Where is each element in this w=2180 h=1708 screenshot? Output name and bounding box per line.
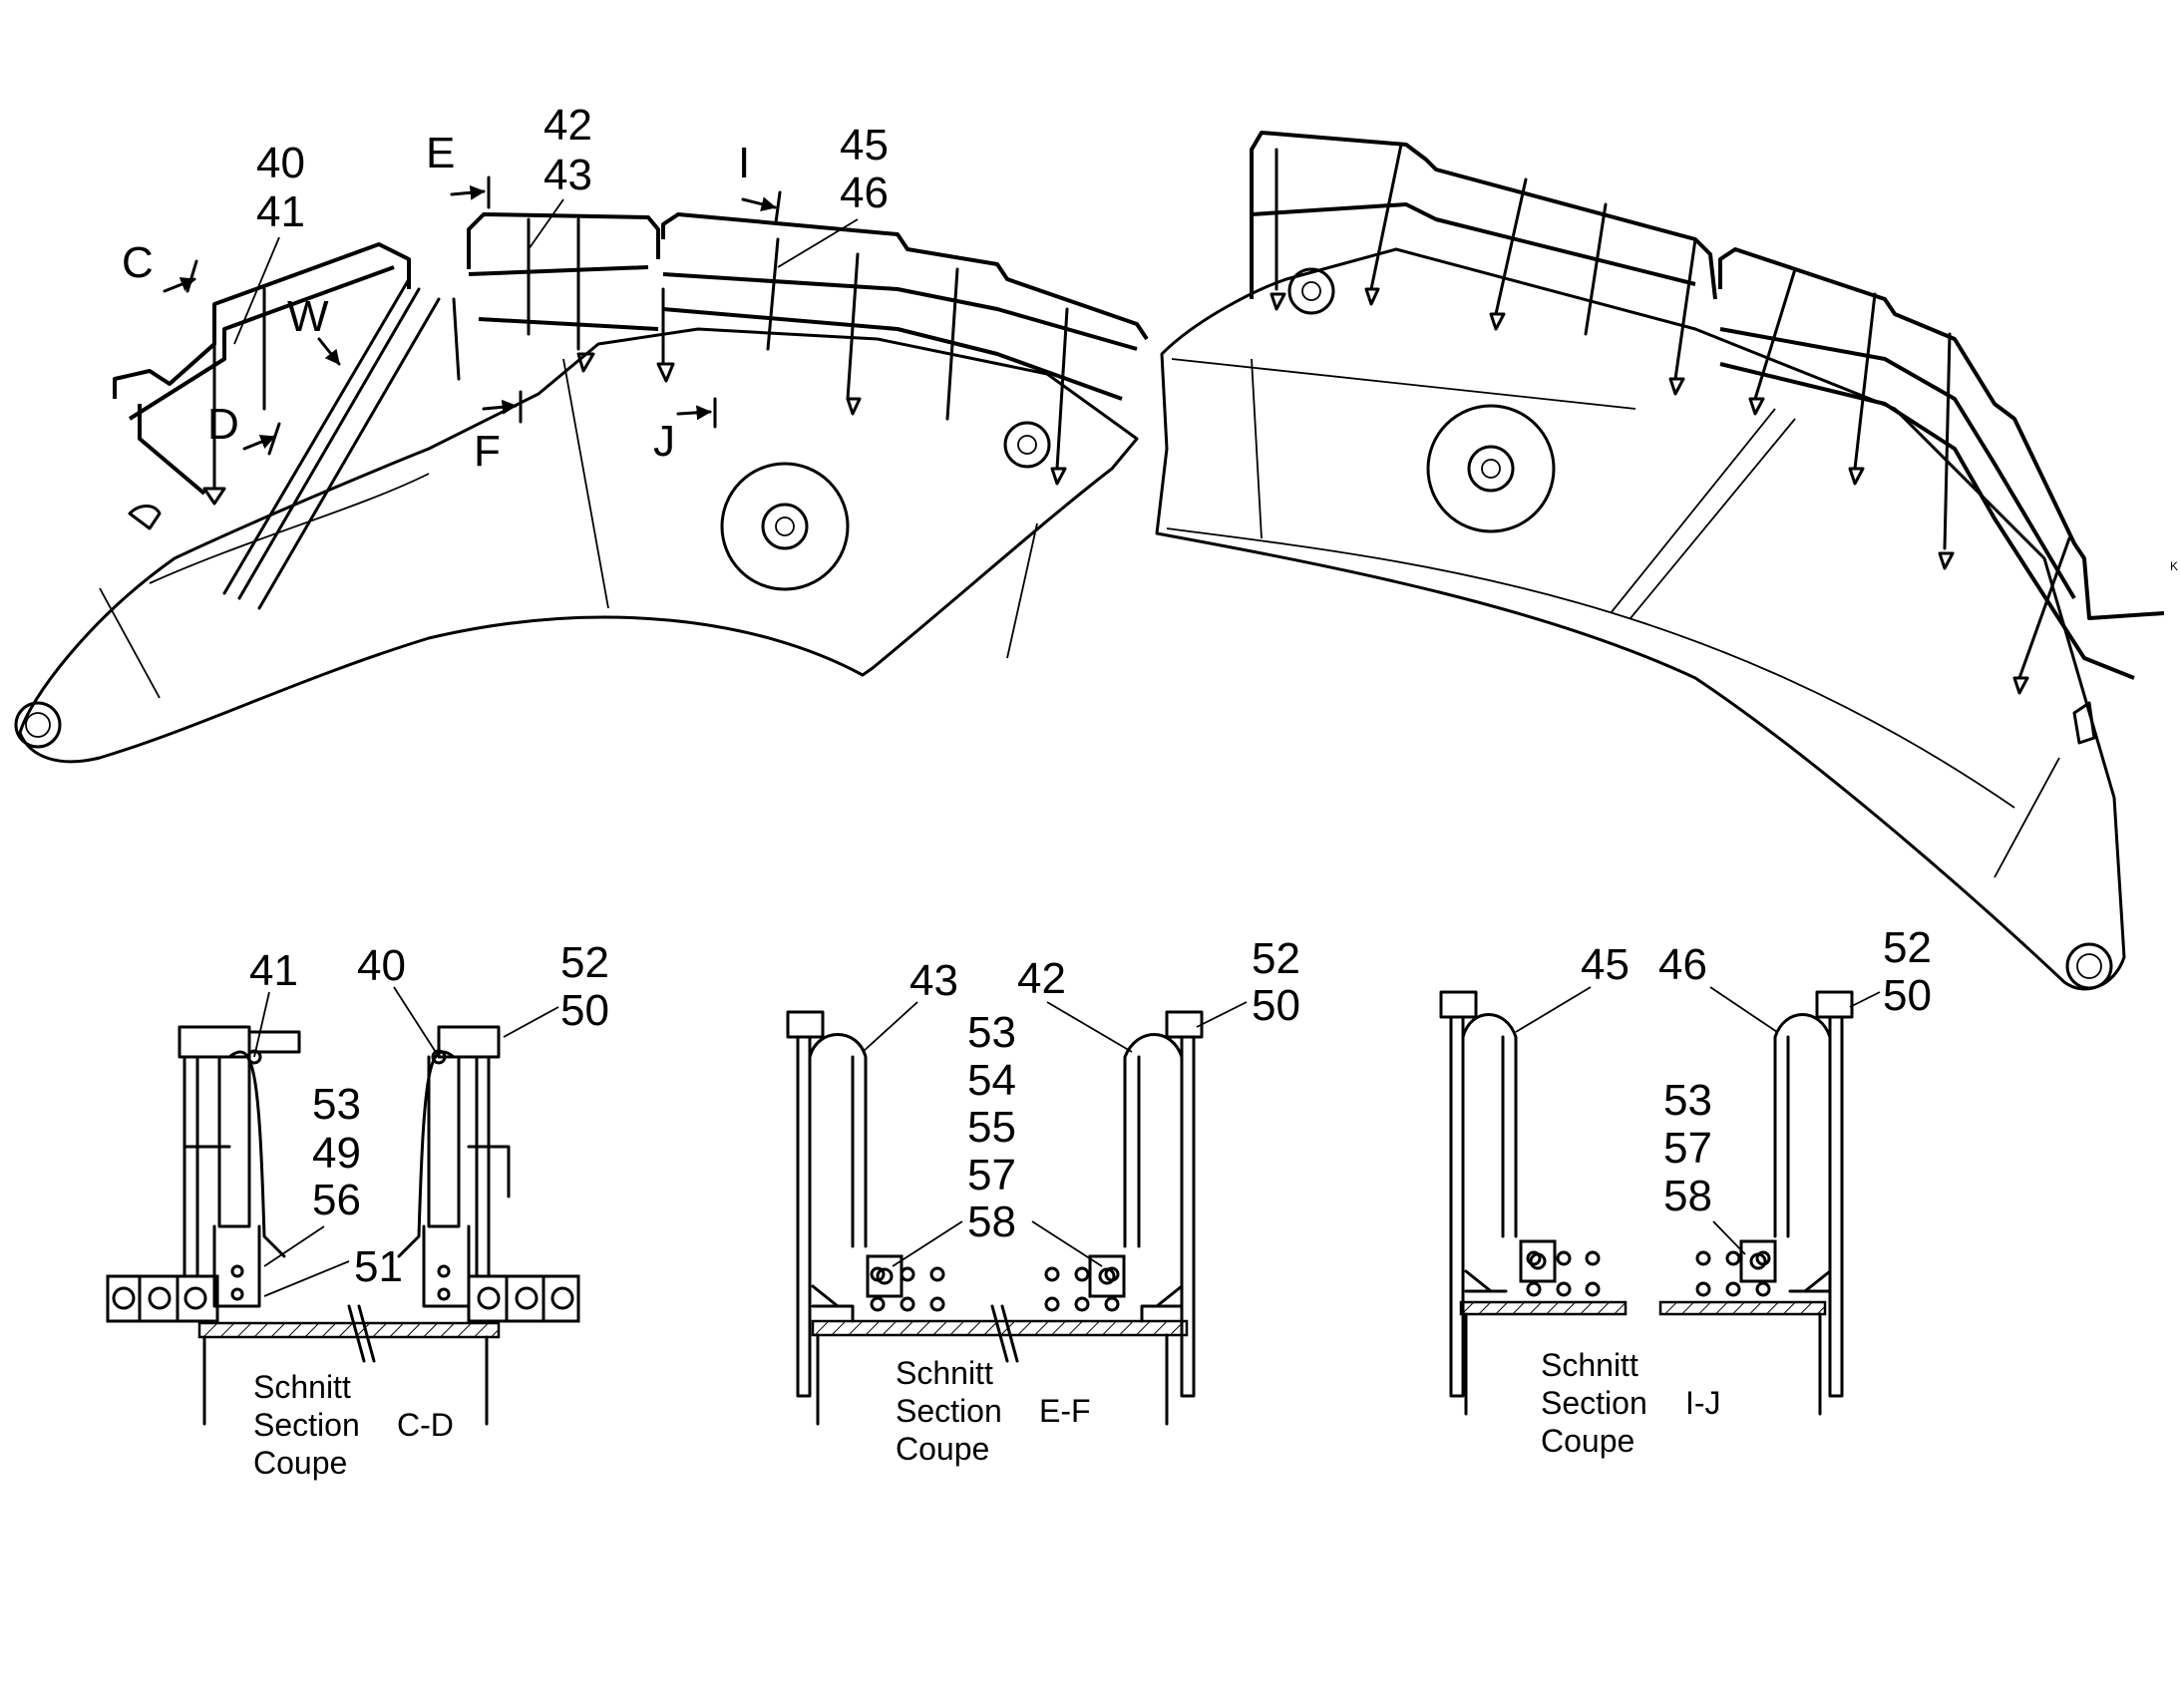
label-46: 46 [840,169,889,217]
ef-coupe: Coupe [896,1431,989,1467]
ef-label-43: 43 [909,956,958,1005]
ij-section-id: I-J [1685,1385,1721,1421]
boom-left [14,327,1139,764]
ef-label-54: 54 [967,1056,1016,1105]
label-40: 40 [256,139,305,187]
boom-left-labels: 40 41 C W D E 42 43 F I 45 46 J [122,101,889,476]
section-cd: 41 40 52 50 53 49 56 51 Schnitt Section … [106,938,609,1481]
edge-mark: K [2170,559,2178,573]
ij-label-45: 45 [1581,940,1630,989]
cd-schnitt: Schnitt [253,1369,351,1405]
ij-section: Section [1541,1385,1647,1421]
ef-bolt-holes [870,1266,1120,1312]
ef-schnitt: Schnitt [896,1355,993,1391]
ef-label-52: 52 [1252,934,1300,983]
ij-bolt-holes [1526,1250,1771,1297]
cd-label-52: 52 [560,938,609,987]
section-ij: 45 46 52 50 53 57 58 Schnitt Section Cou… [1439,923,1932,1459]
label-J: J [653,417,675,466]
label-41: 41 [256,187,305,236]
label-W: W [287,292,329,341]
ef-label-42: 42 [1017,954,1066,1003]
ef-label-57: 57 [967,1151,1016,1199]
boom-right [1155,247,2126,991]
cd-label-49: 49 [312,1129,361,1178]
cd-section-id: C-D [397,1407,454,1443]
cd-label-56: 56 [312,1176,361,1224]
ef-label-50: 50 [1252,981,1300,1030]
label-F: F [474,427,501,476]
cd-section: Section [253,1407,360,1443]
ef-section: Section [896,1393,1002,1429]
cd-label-51: 51 [354,1242,403,1291]
label-C: C [122,238,154,287]
label-45: 45 [840,121,889,170]
label-43: 43 [544,151,592,199]
cd-label-50: 50 [560,986,609,1035]
ij-label-53: 53 [1663,1076,1712,1125]
ij-label-46: 46 [1658,940,1707,989]
ij-label-50: 50 [1883,971,1932,1020]
label-I: I [738,139,750,187]
ij-schnitt: Schnitt [1541,1347,1638,1383]
cd-label-41: 41 [249,946,298,995]
ij-label-58: 58 [1663,1172,1712,1220]
ef-label-58: 58 [967,1197,1016,1246]
ef-label-53: 53 [967,1008,1016,1057]
cd-label-53: 53 [312,1080,361,1129]
label-42: 42 [544,101,592,150]
ef-section-id: E-F [1039,1393,1091,1429]
ef-label-55: 55 [967,1103,1016,1152]
ij-coupe: Coupe [1541,1423,1635,1459]
ij-label-52: 52 [1883,923,1932,972]
handrail-right [1250,131,2165,695]
cd-label-40: 40 [357,941,406,990]
handrail-left [113,212,1149,610]
label-E: E [426,129,455,177]
cd-coupe: Coupe [253,1445,347,1481]
label-D: D [207,400,239,449]
ij-label-57: 57 [1663,1124,1712,1173]
section-ef: 43 42 52 50 53 54 55 57 58 Schnitt Secti… [786,934,1300,1467]
